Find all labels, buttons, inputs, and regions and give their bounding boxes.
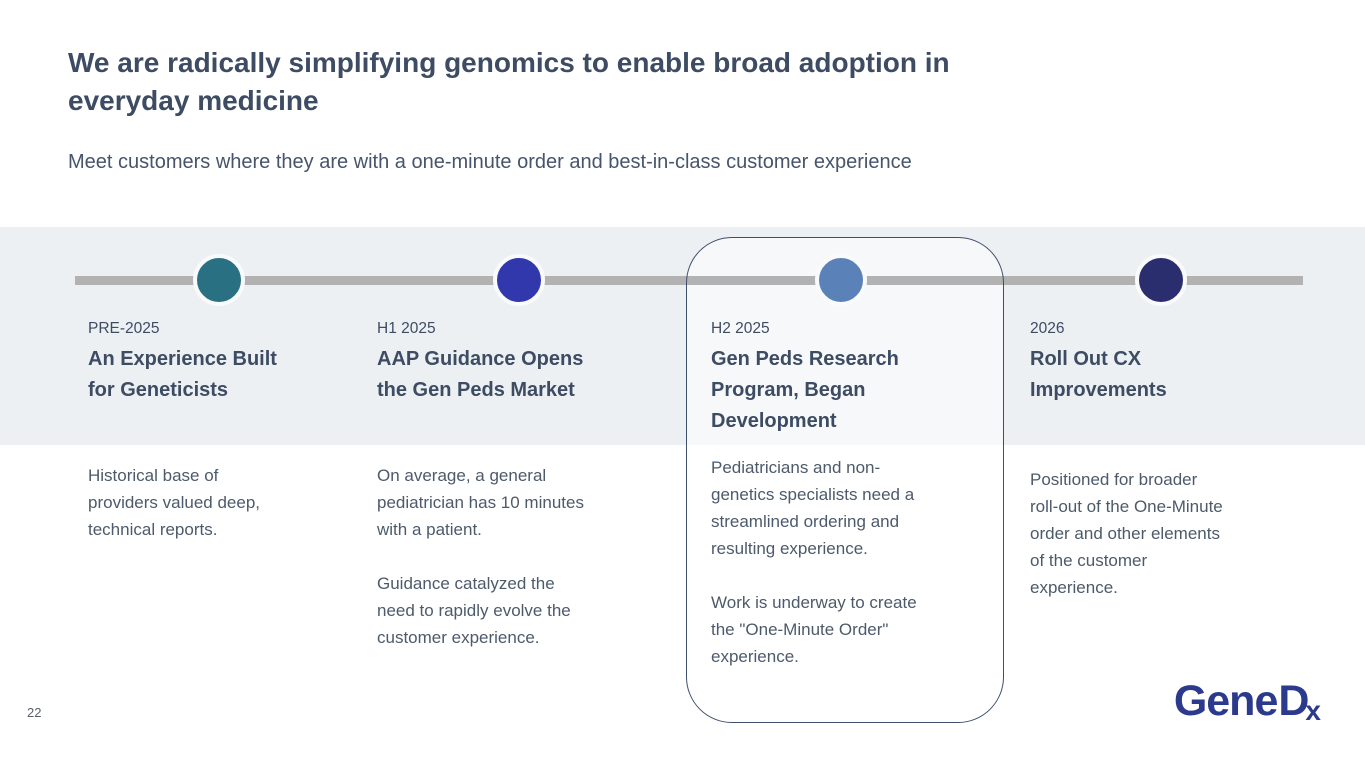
milestone-paragraph: Historical base of providers valued deep… bbox=[88, 466, 261, 539]
timeline-dot-2026 bbox=[1135, 254, 1187, 306]
milestone-title: An Experience Built for Geneticists bbox=[88, 348, 277, 401]
timeline-dot-h2-2025 bbox=[815, 254, 867, 306]
milestone-body-pre-2025: Historical base of providers valued deep… bbox=[88, 462, 338, 543]
milestone-date: H1 2025 bbox=[377, 320, 436, 337]
milestone-date: PRE-2025 bbox=[88, 320, 160, 337]
logo-text-x: x bbox=[1305, 695, 1321, 726]
milestone-date: 2026 bbox=[1030, 320, 1065, 337]
slide-title: We are radically simplifying genomics to… bbox=[68, 47, 950, 116]
timeline-dot-h1-2025 bbox=[493, 254, 545, 306]
milestone-paragraph: Pediatricians and non- genetics speciali… bbox=[711, 458, 915, 558]
milestone-paragraph: On average, a general pediatrician has 1… bbox=[377, 466, 584, 539]
milestone-body-2026: Positioned for broader roll-out of the O… bbox=[1030, 466, 1290, 601]
genedx-logo: GeneDx bbox=[1174, 680, 1321, 727]
milestone-header-h2-2025: H2 2025 Gen Peds Research Program, Began… bbox=[711, 318, 961, 437]
milestone-paragraph: Work is underway to create the "One-Minu… bbox=[711, 593, 917, 666]
page-number: 22 bbox=[27, 705, 42, 720]
milestone-paragraph: Guidance catalyzed the need to rapidly e… bbox=[377, 574, 571, 647]
milestone-title: Roll Out CX Improvements bbox=[1030, 348, 1167, 401]
milestone-header-pre-2025: PRE-2025 An Experience Built for Genetic… bbox=[88, 318, 323, 406]
milestone-body-h1-2025: On average, a general pediatrician has 1… bbox=[377, 462, 657, 651]
logo-text-d: D bbox=[1278, 677, 1309, 725]
milestone-paragraph: Positioned for broader roll-out of the O… bbox=[1030, 470, 1223, 597]
timeline-dot-pre-2025 bbox=[193, 254, 245, 306]
milestone-header-2026: 2026 Roll Out CX Improvements bbox=[1030, 318, 1240, 406]
milestone-date: H2 2025 bbox=[711, 320, 770, 337]
milestone-header-h1-2025: H1 2025 AAP Guidance Opens the Gen Peds … bbox=[377, 318, 627, 406]
timeline-line bbox=[75, 276, 1303, 285]
logo-text-gene: Gene bbox=[1173, 677, 1279, 725]
milestone-title: Gen Peds Research Program, Began Develop… bbox=[711, 348, 899, 432]
highlight-card-fill bbox=[686, 237, 1004, 723]
slide-subtitle: Meet customers where they are with a one… bbox=[68, 151, 912, 173]
milestone-body-h2-2025: Pediatricians and non- genetics speciali… bbox=[711, 454, 996, 670]
milestone-title: AAP Guidance Opens the Gen Peds Market bbox=[377, 348, 584, 401]
